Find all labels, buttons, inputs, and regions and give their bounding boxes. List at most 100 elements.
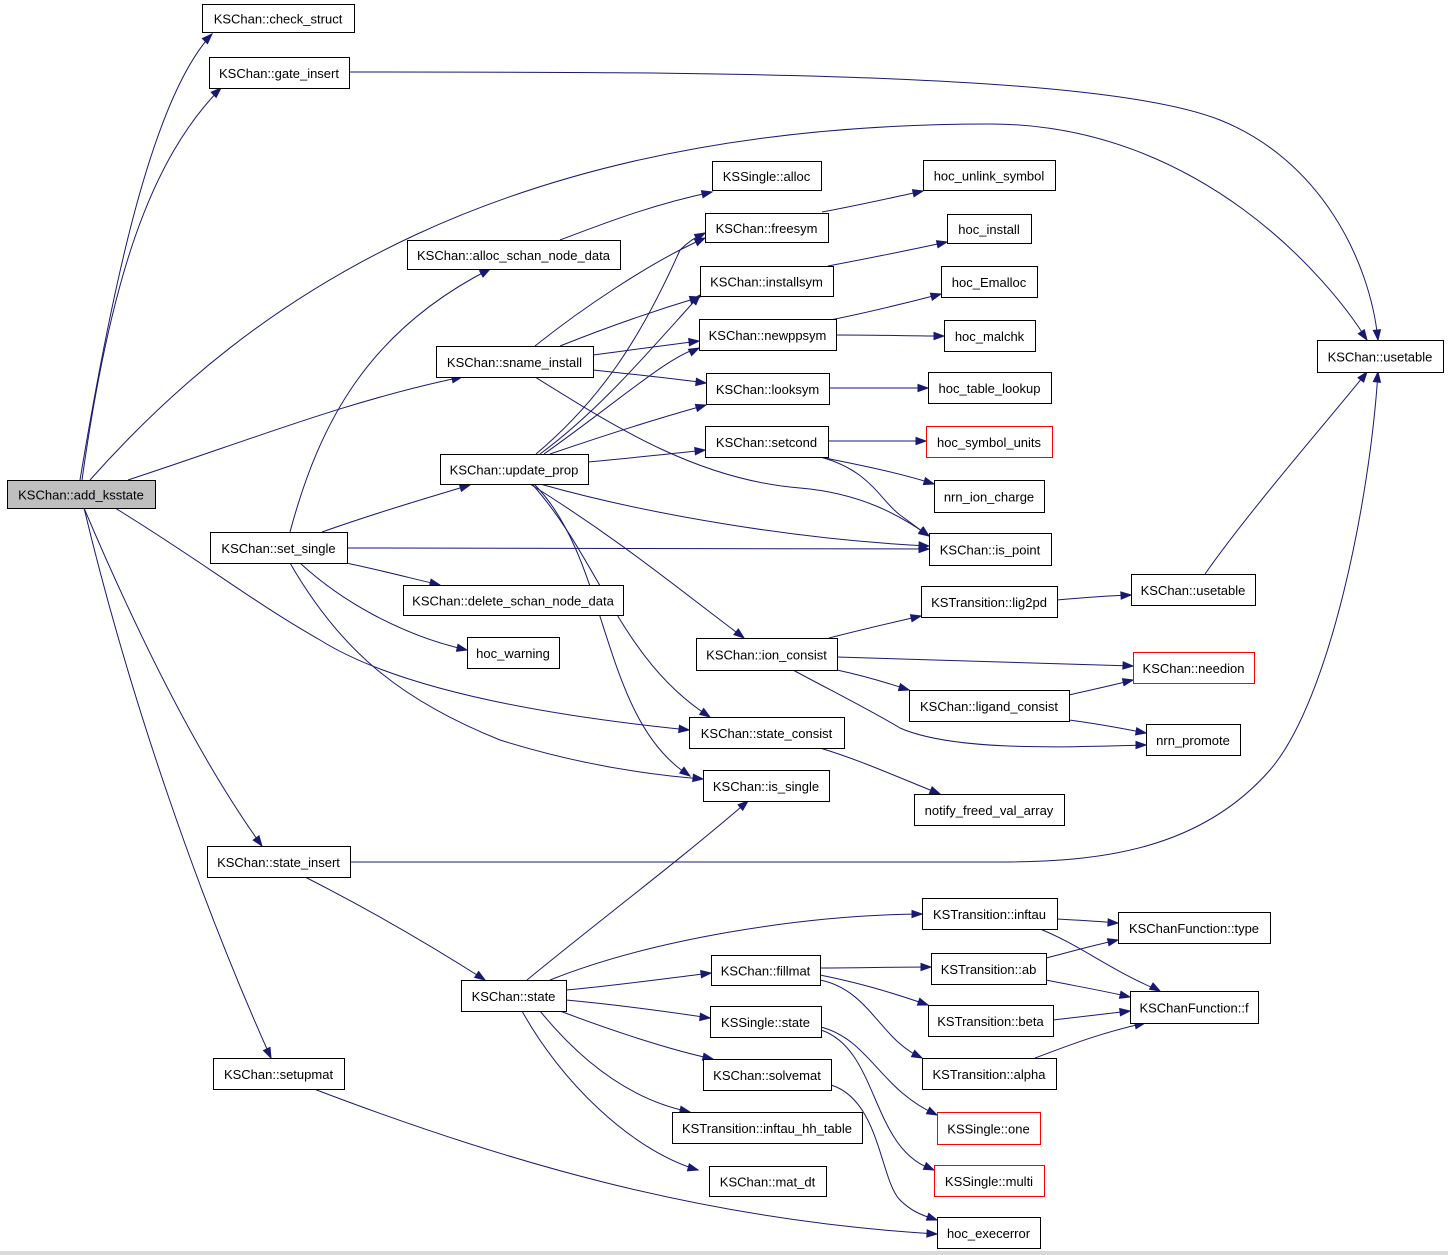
node-delete-schan-node-data[interactable]: KSChan::delete_schan_node_data xyxy=(403,585,624,616)
arrow-head-icon xyxy=(1121,678,1135,687)
node-fillmat[interactable]: KSChan::fillmat xyxy=(711,955,821,986)
node-hoc-unlink-symbol[interactable]: hoc_unlink_symbol xyxy=(923,160,1056,191)
node-kssingle-state[interactable]: KSSingle::state xyxy=(710,1006,822,1038)
node-kschanfunction-type[interactable]: KSChanFunction::type xyxy=(1118,912,1271,944)
node-hoc-malchk[interactable]: hoc_malchk xyxy=(944,320,1036,352)
node-set-single[interactable]: KSChan::set_single xyxy=(210,532,348,564)
node-setcond[interactable]: KSChan::setcond xyxy=(705,426,829,458)
call-edge xyxy=(345,562,441,586)
call-edge xyxy=(836,656,1134,667)
call-edge xyxy=(304,876,486,981)
node-beta[interactable]: KSTransition::beta xyxy=(928,1005,1054,1037)
arrow-head-icon xyxy=(935,240,949,249)
node-needion[interactable]: KSChan::needion xyxy=(1133,652,1255,684)
node-state-consist[interactable]: KSChan::state_consist xyxy=(689,717,845,749)
node-setupmat[interactable]: KSChan::setupmat xyxy=(213,1058,345,1090)
node-hoc-install[interactable]: hoc_install xyxy=(947,214,1032,244)
arrow-head-icon xyxy=(918,544,931,554)
node-nrn-promote[interactable]: nrn_promote xyxy=(1146,724,1241,756)
call-edge xyxy=(534,237,706,347)
arrow-head-icon xyxy=(252,834,263,848)
node-label: hoc_execerror xyxy=(947,1226,1031,1241)
node-usetable[interactable]: KSChan::usetable xyxy=(1317,340,1444,373)
node-inftau-hh-table[interactable]: KSTransition::inftau_hh_table xyxy=(672,1112,863,1144)
node-ligand-consist[interactable]: KSChan::ligand_consist xyxy=(909,690,1070,722)
node-solvemat[interactable]: KSChan::solvemat xyxy=(703,1059,832,1091)
node-usetable2[interactable]: KSChan::usetable xyxy=(1131,574,1256,606)
node-check-struct[interactable]: KSChan::check_struct xyxy=(202,4,355,33)
node-box xyxy=(1118,912,1271,944)
node-lig2pd[interactable]: KSTransition::lig2pd xyxy=(921,586,1058,618)
node-newppsym[interactable]: KSChan::newppsym xyxy=(699,319,837,351)
arrow-head-icon xyxy=(1106,938,1120,947)
node-box xyxy=(710,1006,822,1038)
node-inftau[interactable]: KSTransition::inftau xyxy=(922,898,1058,930)
call-edge xyxy=(559,1010,714,1060)
call-edge xyxy=(83,507,272,1059)
node-label: KSChanFunction::type xyxy=(1129,921,1259,936)
node-gate-insert[interactable]: KSChan::gate_insert xyxy=(209,57,350,89)
call-edge xyxy=(819,966,932,969)
node-freesym[interactable]: KSChan::freesym xyxy=(705,213,829,243)
node-hoc-table-lookup[interactable]: hoc_table_lookup xyxy=(928,372,1052,404)
node-box xyxy=(929,533,1052,566)
node-hoc-execerror[interactable]: hoc_execerror xyxy=(937,1217,1041,1249)
node-label: KSChan::solvemat xyxy=(713,1068,821,1083)
node-kssingle-alloc[interactable]: KSSingle::alloc xyxy=(712,161,822,191)
node-label: KSSingle::alloc xyxy=(723,169,811,184)
node-hoc-emalloc[interactable]: hoc_Emalloc xyxy=(941,266,1038,298)
node-hoc-symbol-units[interactable]: hoc_symbol_units xyxy=(926,426,1053,458)
node-is-single[interactable]: KSChan::is_single xyxy=(703,770,830,802)
node-is-point[interactable]: KSChan::is_point xyxy=(929,533,1052,566)
call-edge xyxy=(828,615,922,639)
call-edge xyxy=(289,268,491,533)
node-label: KSChan::mat_dt xyxy=(720,1175,816,1190)
node-sname-install[interactable]: KSChan::sname_install xyxy=(436,346,594,378)
node-label: hoc_warning xyxy=(476,646,550,661)
node-box xyxy=(700,266,834,297)
node-ab[interactable]: KSTransition::ab xyxy=(931,953,1047,985)
call-edge xyxy=(565,999,711,1019)
call-edge xyxy=(529,483,745,639)
node-box xyxy=(689,717,845,749)
node-kssingle-one[interactable]: KSSingle::one xyxy=(937,1112,1041,1145)
node-hoc-warning[interactable]: hoc_warning xyxy=(467,637,560,669)
node-label: notify_freed_val_array xyxy=(925,803,1054,818)
node-state[interactable]: KSChan::state xyxy=(461,980,567,1012)
call-edge xyxy=(543,347,700,455)
arrow-head-icon xyxy=(922,476,936,486)
node-box xyxy=(711,955,821,986)
node-add-ksstate[interactable]: KSChan::add_ksstate xyxy=(7,480,156,509)
call-edge xyxy=(549,404,707,455)
node-box xyxy=(909,690,1070,722)
node-looksym[interactable]: KSChan::looksym xyxy=(706,373,830,405)
node-mat-dt[interactable]: KSChan::mat_dt xyxy=(709,1166,827,1197)
call-edge xyxy=(114,507,690,731)
node-installsym[interactable]: KSChan::installsym xyxy=(700,266,834,297)
arrow-head-icon xyxy=(929,292,943,301)
node-label: hoc_unlink_symbol xyxy=(934,169,1045,184)
call-edge xyxy=(535,232,706,455)
node-notify-freed-val-array[interactable]: notify_freed_val_array xyxy=(914,794,1065,826)
node-ion-consist[interactable]: KSChan::ion_consist xyxy=(696,638,838,671)
node-box xyxy=(672,1112,863,1144)
call-edge xyxy=(521,1010,699,1171)
call-edge xyxy=(835,334,945,337)
call-graph-nodes: KSChan::add_ksstate KSChan::check_structK… xyxy=(7,4,1444,1249)
node-alloc-schan-node-data[interactable]: KSChan::alloc_schan_node_data xyxy=(407,240,621,270)
node-label: KSChan::looksym xyxy=(716,382,819,397)
arrow-head-icon xyxy=(733,628,746,639)
node-nrn-ion-charge[interactable]: nrn_ion_charge xyxy=(934,480,1045,513)
call-edge xyxy=(1034,1022,1146,1059)
node-update-prop[interactable]: KSChan::update_prop xyxy=(440,454,589,485)
node-label: KSChan::gate_insert xyxy=(219,66,339,81)
node-kschanfunction-f[interactable]: KSChanFunction::f xyxy=(1130,991,1259,1024)
node-kssingle-multi[interactable]: KSSingle::multi xyxy=(934,1165,1045,1197)
node-state-insert[interactable]: KSChan::state_insert xyxy=(207,846,351,878)
node-label: KSChan::ligand_consist xyxy=(920,699,1058,714)
arrow-head-icon xyxy=(922,1161,936,1171)
call-edge xyxy=(1068,719,1147,734)
call-edge xyxy=(1045,939,1119,959)
node-alpha[interactable]: KSTransition::alpha xyxy=(922,1058,1057,1090)
